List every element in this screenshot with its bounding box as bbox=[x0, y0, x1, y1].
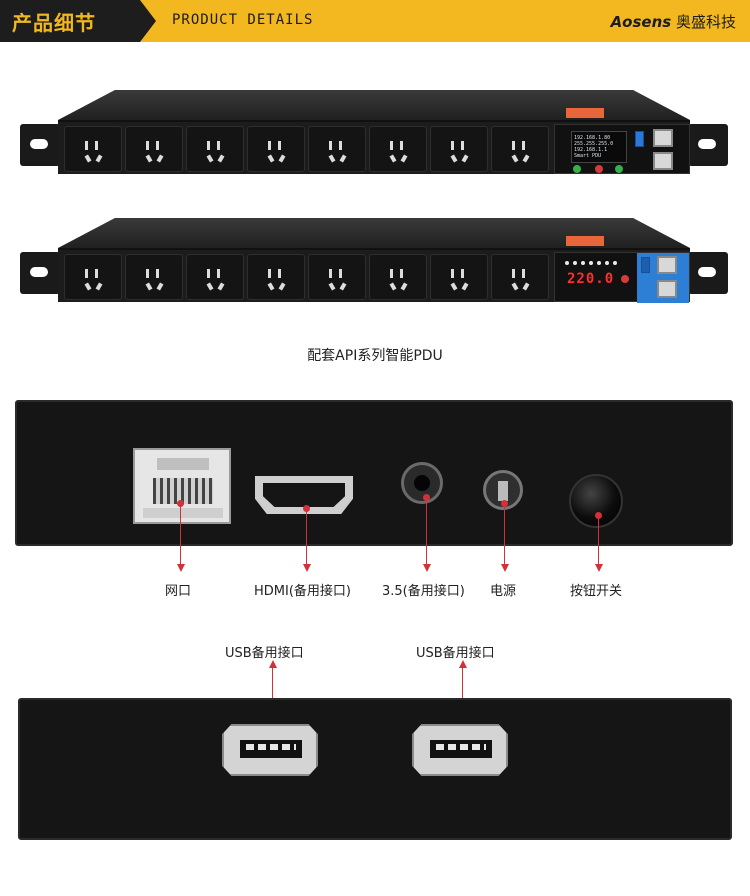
brand-cn: 奥盛科技 bbox=[675, 13, 736, 31]
status-led bbox=[565, 261, 569, 265]
lcd-line: Smart PDU bbox=[574, 153, 602, 159]
status-led bbox=[605, 261, 609, 265]
callout-dot bbox=[595, 512, 602, 519]
callout-arrow bbox=[177, 564, 185, 572]
rear-interface-box bbox=[15, 400, 733, 546]
audio-jack-3-5[interactable] bbox=[401, 462, 443, 504]
power-outlet bbox=[186, 254, 244, 300]
power-outlet bbox=[64, 254, 122, 300]
label-usb-2: USB备用接口 bbox=[416, 646, 495, 661]
callout-dot bbox=[303, 505, 310, 512]
power-outlet bbox=[308, 254, 366, 300]
pdu-front-panel: 220.0 bbox=[58, 236, 690, 303]
brand-latin: Aosens bbox=[610, 13, 672, 31]
header-tab: 产品细节 bbox=[0, 0, 156, 42]
ethernet-port[interactable] bbox=[657, 280, 677, 298]
rack-ear-right bbox=[688, 252, 728, 294]
header-title: 产品细节 bbox=[12, 11, 96, 35]
label-network: 网口 bbox=[165, 584, 192, 599]
callout-arrow bbox=[501, 564, 509, 572]
power-outlet bbox=[308, 126, 366, 172]
panel-button-green[interactable] bbox=[615, 165, 623, 173]
status-led bbox=[597, 261, 601, 265]
ethernet-port[interactable] bbox=[133, 448, 231, 524]
lcd-line: 255.255.255.0 bbox=[574, 141, 614, 147]
pdu-unit-lcd: 192.168.1.80 255.255.255.0 192.168.1.1 S… bbox=[20, 84, 728, 174]
status-led bbox=[613, 261, 617, 265]
power-outlet bbox=[125, 126, 183, 172]
header-subtitle: PRODUCT DETAILS bbox=[172, 12, 314, 28]
label-power: 电源 bbox=[490, 584, 517, 599]
panel-button-red[interactable] bbox=[595, 165, 603, 173]
blue-port-plate bbox=[637, 253, 689, 303]
usb-port[interactable] bbox=[222, 724, 318, 776]
lcd-screen: 192.168.1.80 255.255.255.0 192.168.1.1 S… bbox=[571, 131, 627, 163]
power-outlet bbox=[491, 126, 549, 172]
power-outlet bbox=[430, 126, 488, 172]
usb-port[interactable] bbox=[635, 131, 644, 147]
label-button: 按钮开关 bbox=[570, 584, 623, 599]
callout-arrow bbox=[459, 660, 467, 668]
rack-ear-left bbox=[20, 252, 60, 294]
callout-arrow bbox=[303, 564, 311, 572]
rack-ear-right bbox=[688, 124, 728, 166]
callout-arrow bbox=[269, 660, 277, 668]
callout-arrow bbox=[595, 564, 603, 572]
power-outlet bbox=[125, 254, 183, 300]
ethernet-port[interactable] bbox=[657, 256, 677, 274]
power-outlet bbox=[247, 254, 305, 300]
callout-dot bbox=[177, 500, 184, 507]
header-banner: 产品细节 PRODUCT DETAILS Aosens 奥盛科技 bbox=[0, 0, 750, 42]
label-usb-1: USB备用接口 bbox=[225, 646, 304, 661]
control-panel-lcd: 192.168.1.80 255.255.255.0 192.168.1.1 S… bbox=[554, 124, 690, 174]
power-outlet bbox=[369, 126, 427, 172]
pdu-unit-led: 220.0 bbox=[20, 212, 728, 303]
status-led bbox=[581, 261, 585, 265]
led-voltage-display: 220.0 bbox=[567, 271, 615, 287]
callout-line bbox=[598, 516, 599, 566]
callout-line bbox=[306, 509, 307, 566]
power-button[interactable] bbox=[569, 474, 623, 528]
label-hdmi: HDMI(备用接口) bbox=[254, 584, 351, 599]
status-led bbox=[589, 261, 593, 265]
panel-button-green[interactable] bbox=[573, 165, 581, 173]
power-outlet bbox=[64, 126, 122, 172]
ethernet-port[interactable] bbox=[653, 129, 673, 147]
callout-line bbox=[426, 498, 427, 566]
power-outlet bbox=[369, 254, 427, 300]
pdu-front-panel: 192.168.1.80 255.255.255.0 192.168.1.1 S… bbox=[58, 108, 690, 174]
lcd-line: 192.168.1.1 bbox=[574, 147, 608, 153]
ethernet-port[interactable] bbox=[653, 152, 673, 170]
power-outlet bbox=[186, 126, 244, 172]
power-outlet bbox=[491, 254, 549, 300]
brand-name: Aosens 奥盛科技 bbox=[611, 11, 736, 32]
usb-port[interactable] bbox=[412, 724, 508, 776]
callout-dot bbox=[423, 494, 430, 501]
control-panel-led: 220.0 bbox=[554, 252, 690, 303]
lcd-line: 192.168.1.80 bbox=[574, 135, 611, 141]
label-jack35: 3.5(备用接口) bbox=[382, 584, 465, 599]
power-outlet bbox=[430, 254, 488, 300]
side-usb-box bbox=[18, 698, 732, 840]
rack-ear-left bbox=[20, 124, 60, 166]
pdu-caption: 配套API系列智能PDU bbox=[307, 348, 443, 364]
panel-button-red[interactable] bbox=[621, 275, 629, 283]
callout-dot bbox=[501, 500, 508, 507]
power-outlet bbox=[247, 126, 305, 172]
callout-line bbox=[504, 504, 505, 566]
warning-sticker bbox=[566, 236, 604, 246]
usb-port[interactable] bbox=[641, 257, 650, 273]
callout-arrow bbox=[423, 564, 431, 572]
status-led bbox=[573, 261, 577, 265]
warning-sticker bbox=[566, 108, 604, 118]
callout-line bbox=[180, 504, 181, 566]
